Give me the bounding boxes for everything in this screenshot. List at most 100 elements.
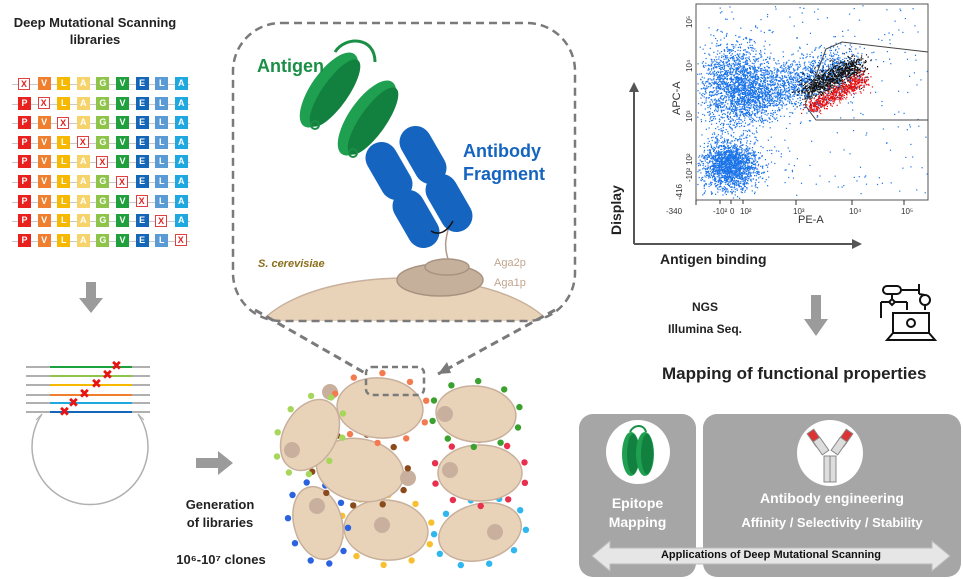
display-axis-label: Display bbox=[608, 185, 624, 235]
displayed-antibody-dot bbox=[430, 531, 438, 538]
displayed-antibody-dot bbox=[340, 547, 347, 555]
displayed-antibody-dot bbox=[477, 502, 484, 510]
residue: E bbox=[135, 214, 149, 228]
y-tick: 10³ bbox=[685, 110, 694, 122]
antigen-binding-axis-label: Antigen binding bbox=[660, 251, 767, 267]
facs-events bbox=[697, 5, 928, 199]
residue: P bbox=[18, 175, 31, 188]
residue: E bbox=[135, 116, 149, 130]
displayed-antibody-dot bbox=[346, 430, 354, 438]
y-tick: 10² bbox=[685, 153, 694, 165]
displayed-antibody-dot bbox=[503, 442, 511, 450]
residue: L bbox=[57, 96, 71, 110]
displayed-antibody-dot bbox=[305, 470, 313, 478]
displayed-antibody-dot bbox=[339, 434, 346, 441]
residue: V bbox=[37, 175, 51, 188]
residue: L bbox=[57, 194, 71, 208]
residue: P bbox=[18, 194, 31, 208]
displayed-antibody-dot bbox=[303, 479, 310, 486]
ngs-line1: NGS bbox=[691, 300, 718, 314]
workflow-computer-icon bbox=[880, 284, 938, 341]
selected-cell-box bbox=[364, 365, 426, 397]
engineering-subtitle: Affinity / Selectivity / Stability bbox=[741, 515, 923, 530]
residue: E bbox=[135, 175, 149, 188]
displayed-antibody-dot bbox=[448, 443, 455, 450]
displayed-antibody-dot bbox=[353, 552, 360, 560]
mutated-residue: X bbox=[116, 175, 128, 188]
residue: A bbox=[174, 175, 188, 188]
displayed-antibody-dot bbox=[514, 424, 522, 431]
epitope-line2: Mapping bbox=[608, 514, 667, 530]
displayed-antibody-dot bbox=[522, 526, 530, 533]
displayed-antibody-dot bbox=[289, 491, 296, 499]
svg-text:✖: ✖ bbox=[79, 387, 90, 402]
displayed-antibody-dot bbox=[470, 443, 477, 451]
mutated-residue: X bbox=[135, 195, 148, 208]
residue: E bbox=[135, 233, 149, 247]
residue: L bbox=[57, 155, 71, 169]
displayed-antibody-dot bbox=[404, 465, 411, 472]
residue: G bbox=[96, 214, 110, 228]
residue: V bbox=[116, 135, 129, 149]
residue: A bbox=[76, 214, 90, 228]
yeast-cell bbox=[273, 392, 347, 478]
displayed-antibody-dot bbox=[350, 502, 357, 509]
residue: L bbox=[155, 96, 169, 110]
mutated-residue: X bbox=[37, 97, 50, 110]
svg-text:✖: ✖ bbox=[102, 368, 113, 383]
residue: A bbox=[174, 155, 188, 169]
displayed-antibody-dot bbox=[436, 550, 443, 557]
residue: L bbox=[155, 155, 169, 169]
yeast-cell bbox=[430, 495, 530, 569]
zoom-box bbox=[231, 21, 577, 323]
residue: A bbox=[174, 135, 188, 149]
displayed-antibody-dot bbox=[431, 460, 439, 467]
antibody-fragment bbox=[365, 126, 473, 248]
displayed-antibody-dot bbox=[390, 443, 397, 451]
displayed-antibody-dot bbox=[307, 392, 315, 400]
y-axis-tick-labels: 10⁵ 10⁴ 10³ 10² -10² -416 bbox=[675, 16, 694, 200]
displayed-antibody-dot bbox=[516, 403, 523, 411]
displayed-antibody-dot bbox=[403, 435, 410, 442]
displayed-antibody-dot bbox=[521, 459, 528, 466]
displayed-antibody-dot bbox=[412, 500, 419, 508]
displayed-antibody-dot bbox=[274, 429, 281, 436]
displayed-antibody-dot bbox=[326, 560, 333, 567]
residue: P bbox=[18, 155, 31, 169]
residue: L bbox=[57, 214, 71, 228]
residue: A bbox=[76, 116, 90, 130]
displayed-antibody-dot bbox=[423, 397, 430, 404]
residue: G bbox=[96, 96, 110, 110]
x-tick: -340 bbox=[666, 207, 683, 216]
aga1p-label: Aga1p bbox=[494, 277, 526, 289]
svg-text:✖: ✖ bbox=[91, 377, 102, 392]
displayed-antibody-dot bbox=[307, 557, 314, 564]
residue: V bbox=[116, 214, 129, 228]
displayed-antibody-dot bbox=[374, 439, 381, 447]
displayed-antibody-dot bbox=[428, 519, 435, 526]
residue: A bbox=[76, 233, 90, 247]
residue: A bbox=[174, 194, 188, 208]
residue: A bbox=[76, 77, 90, 90]
residue: L bbox=[57, 77, 71, 90]
residue: L bbox=[155, 77, 169, 90]
aga2p-protein bbox=[424, 258, 470, 276]
x-tick: 0 bbox=[730, 207, 735, 216]
gate-upper bbox=[804, 41, 929, 106]
residue: V bbox=[116, 155, 129, 169]
displayed-antibody-dot bbox=[429, 417, 436, 425]
svg-text:✖: ✖ bbox=[68, 396, 79, 411]
residue: G bbox=[96, 233, 110, 247]
residue: P bbox=[18, 233, 31, 247]
yeast-cell bbox=[309, 431, 416, 509]
residue: A bbox=[174, 77, 188, 90]
residue: V bbox=[116, 194, 129, 208]
displayed-antibody-dot bbox=[517, 507, 524, 514]
applications-banner-label: Applications of Deep Mutational Scanning bbox=[660, 549, 881, 561]
residue: G bbox=[96, 194, 110, 208]
residue: L bbox=[155, 194, 169, 208]
y-tick: -416 bbox=[675, 183, 684, 200]
